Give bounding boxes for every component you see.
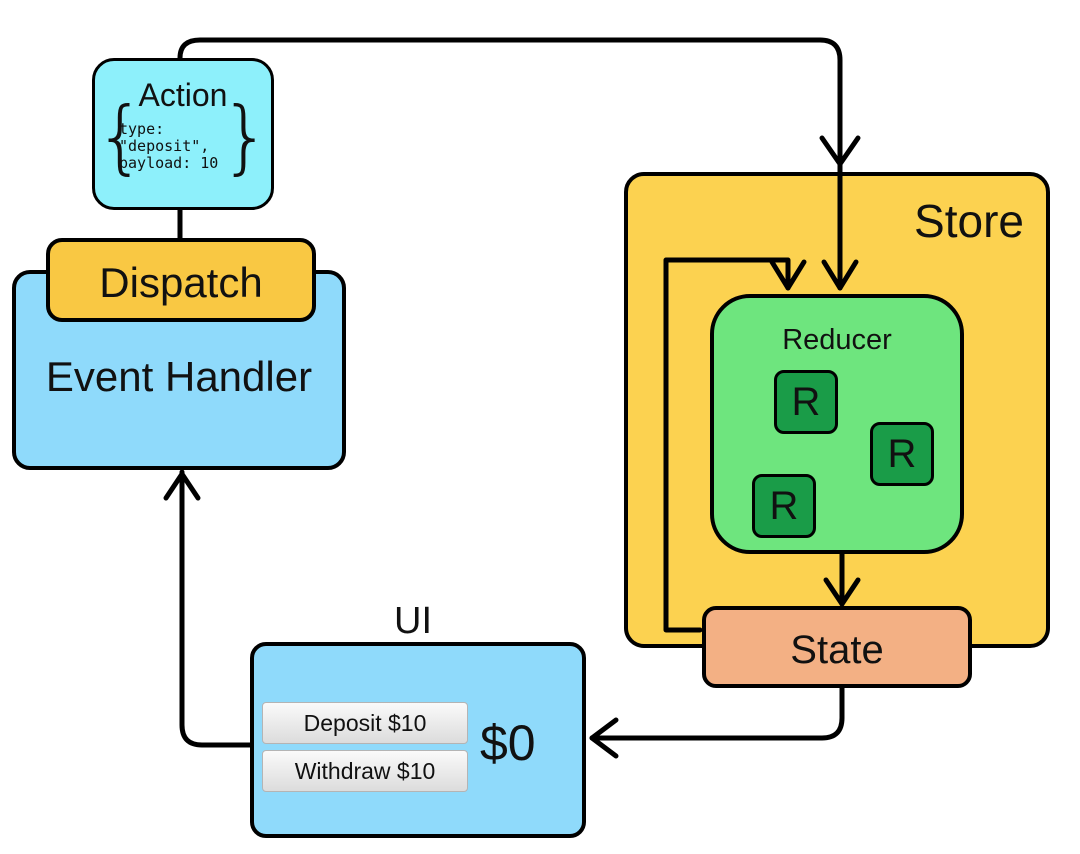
sub-reducer-1: R xyxy=(774,370,838,434)
event-handler-label: Event Handler xyxy=(45,353,313,400)
action-code-line-1: type: xyxy=(119,120,165,138)
ui-to-event-handler-arrow xyxy=(179,469,253,748)
store-label: Store xyxy=(914,195,1024,247)
action-code: type: "deposit", payload: 10 xyxy=(119,121,218,172)
action-open-brace: { xyxy=(95,90,146,183)
state-label: State xyxy=(790,628,884,672)
action-box: Action { type: "deposit", payload: 10 } xyxy=(92,58,274,210)
action-code-line-3: payload: 10 xyxy=(119,154,219,172)
action-title: Action xyxy=(138,77,228,113)
dispatch-box: Dispatch xyxy=(46,238,316,322)
ui-box: Deposit $10 Withdraw $10 $0 xyxy=(250,642,586,838)
action-to-reducer-arrow xyxy=(177,37,843,291)
ui-label: UI xyxy=(394,600,432,642)
action-close-brace: } xyxy=(220,90,271,183)
state-to-ui-arrow xyxy=(589,685,845,741)
sub-reducer-3: R xyxy=(752,474,816,538)
state-box: State xyxy=(702,606,972,688)
dispatch-label: Dispatch xyxy=(99,259,263,306)
ui-to-event-handler-arrowhead xyxy=(163,471,201,501)
action-to-reducer-arrowhead xyxy=(819,135,861,167)
sub-reducer-2: R xyxy=(870,422,934,486)
action-code-line-2: "deposit", xyxy=(119,137,210,155)
deposit-button[interactable]: Deposit $10 xyxy=(262,702,468,744)
reducer-label: Reducer xyxy=(782,324,892,356)
withdraw-button[interactable]: Withdraw $10 xyxy=(262,750,468,792)
state-to-ui-arrowhead xyxy=(589,717,619,759)
balance-display: $0 xyxy=(480,715,536,771)
